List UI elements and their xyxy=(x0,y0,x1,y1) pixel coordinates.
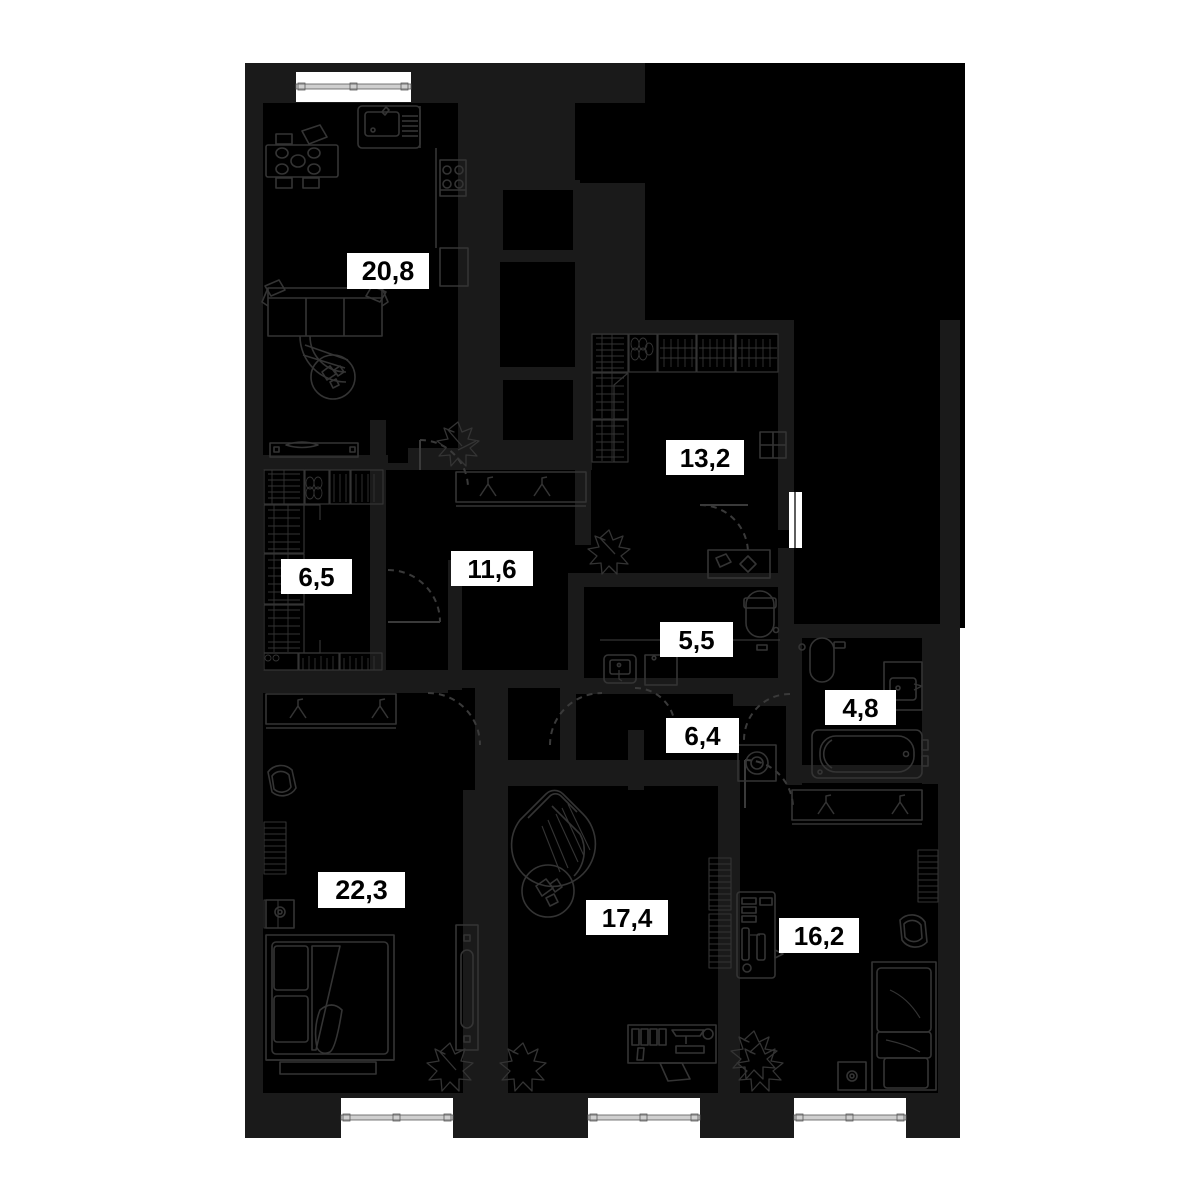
washbasin-48 xyxy=(883,661,923,711)
kitchen-sink-counter xyxy=(357,105,421,149)
closet-hangers-right xyxy=(791,789,923,825)
corridor-closet-bottom xyxy=(265,693,397,729)
exterior-void xyxy=(575,63,965,628)
door-swing-bedroom-mid xyxy=(549,692,603,746)
toilet-48 xyxy=(809,637,835,683)
window-bedroom-right xyxy=(793,1098,907,1140)
dining-table-and-chairs xyxy=(265,124,339,189)
entrance-door xyxy=(789,492,802,548)
shelf-unit-right-bedroom xyxy=(736,891,784,979)
door-swing-master-bedroom xyxy=(427,692,481,746)
plant-corridor xyxy=(436,421,480,467)
side-table-mid-bedroom xyxy=(521,864,575,918)
plant-right-bedroom xyxy=(730,1030,778,1080)
plant-master xyxy=(426,1042,474,1092)
room-floors xyxy=(263,103,938,1100)
entry-mirror xyxy=(759,431,787,459)
toilet-55 xyxy=(743,590,780,638)
entry-wardrobe xyxy=(591,333,779,463)
sofa xyxy=(261,279,389,337)
window-bedroom-mid xyxy=(587,1098,701,1140)
door-swing-entry xyxy=(699,504,749,554)
plant-mid-bedroom-left xyxy=(499,1042,547,1092)
chair-right-bedroom xyxy=(899,914,928,948)
armchair-master xyxy=(267,764,297,797)
radiator-master xyxy=(263,821,287,875)
single-bed-right-bedroom xyxy=(871,961,937,1091)
door-swing-kitchen xyxy=(419,439,469,489)
area-label-inner-corridor: 6,4 xyxy=(666,718,739,753)
bathtub-48 xyxy=(811,729,929,779)
area-label-hall-corridor: 11,6 xyxy=(451,551,533,586)
area-label-entry-hall: 13,2 xyxy=(666,440,744,475)
corridor-closet-top xyxy=(455,471,587,507)
door-swing-bathroom-48 xyxy=(743,693,791,741)
radiator-corridor-left xyxy=(263,899,279,929)
nightstand-right-bedroom xyxy=(837,1061,867,1091)
door-swing-wardrobe xyxy=(387,569,441,623)
radiator-right-bedroom xyxy=(917,849,939,903)
rug-and-plant xyxy=(299,335,356,400)
kitchen-stove xyxy=(439,159,467,197)
bathroom-48-fixtures xyxy=(798,637,929,779)
armchair-mid-bedroom xyxy=(510,789,597,888)
area-label-wardrobe-room: 6,5 xyxy=(281,559,352,594)
laundry-machine xyxy=(737,744,777,782)
area-label-bedroom-right: 16,2 xyxy=(779,918,859,953)
tv-console xyxy=(269,441,359,458)
plant-corridor-2 xyxy=(587,529,631,575)
area-label-main-bathroom: 4,8 xyxy=(825,690,896,725)
desk-mid-bedroom xyxy=(627,1024,717,1082)
windows-group xyxy=(295,72,907,1140)
entry-console xyxy=(707,549,771,579)
window-bedroom-left xyxy=(340,1098,454,1140)
area-label-master-bedroom: 22,3 xyxy=(318,872,405,908)
window-kitchen-top xyxy=(295,72,412,102)
mirror-master xyxy=(455,924,479,1051)
area-label-bedroom-middle: 17,4 xyxy=(586,900,668,935)
kitchen-cabinet xyxy=(439,247,469,287)
radiator-mid-bedroom xyxy=(708,857,732,969)
double-bed-master xyxy=(265,934,395,1075)
area-label-guest-bathroom: 5,5 xyxy=(660,622,733,657)
area-label-kitchen-living: 20,8 xyxy=(347,253,429,289)
